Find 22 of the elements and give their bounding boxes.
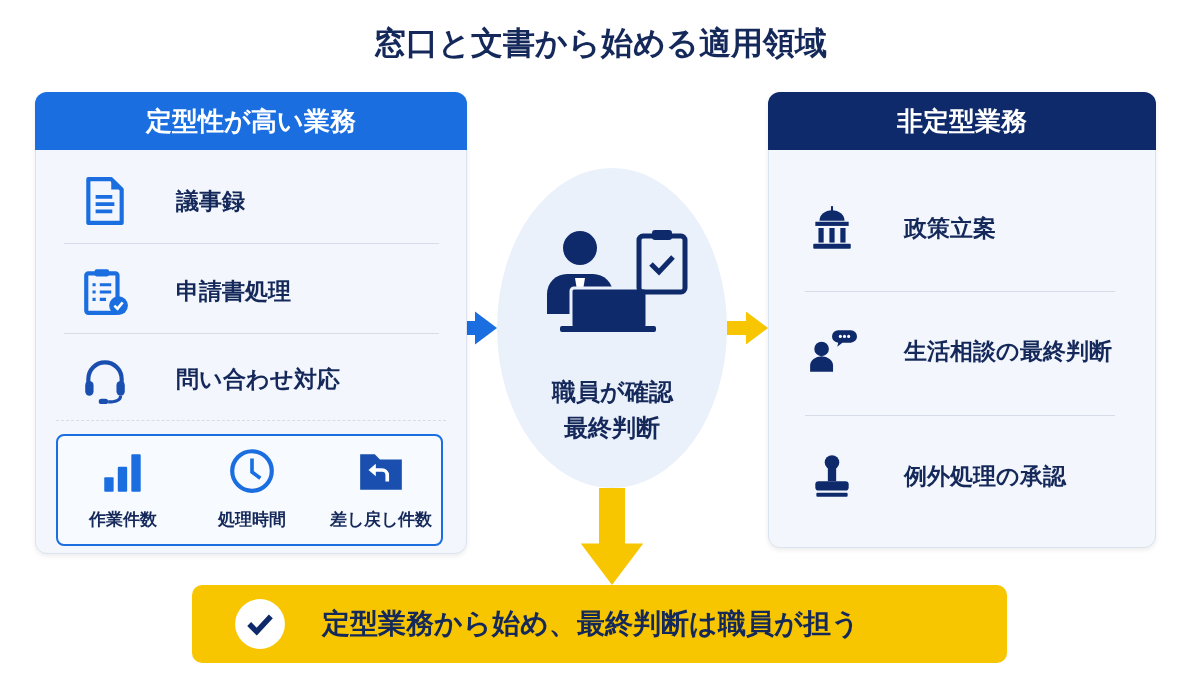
panel-card [35,92,467,554]
arrow [727,311,768,345]
conclusion-banner [192,585,1007,663]
diagram-title: 窓口と文書から始める適用領域 [372,23,828,64]
item-label: 政策立案 [904,213,996,243]
arrow [467,311,497,345]
panel-card [768,92,1156,548]
metrics-box [56,434,443,546]
panel-header: 非定型業務 [768,92,1156,150]
item-label: 問い合わせ対応 [176,365,340,394]
staff-label: 最終判断 [563,413,661,444]
metric-label: 処理時間 [216,508,287,531]
staff-label: 職員が確認 [550,377,675,408]
arrow [580,488,644,585]
item-label: 申請書処理 [176,277,291,306]
panel-header: 定型性が高い業務 [35,92,467,150]
metric-label: 作業件数 [87,508,158,531]
item-label: 生活相談の最終判断 [904,336,1112,366]
item-label: 例外処理の承認 [904,461,1066,491]
conclusion-text: 定型業務から始め、最終判断は職員が担う [322,606,860,642]
metric-label: 差し戻し件数 [328,508,433,531]
item-label: 議事録 [176,187,245,216]
